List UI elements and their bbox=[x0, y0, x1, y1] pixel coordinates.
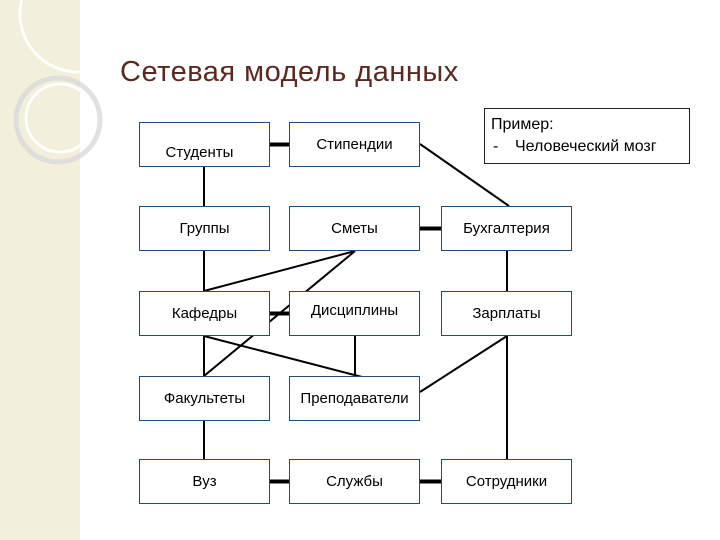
link-stipendii-buhgalteriya bbox=[419, 143, 510, 207]
node-label: Сметы bbox=[331, 220, 378, 237]
example-item-text: Человеческий мозг bbox=[515, 138, 657, 155]
node-sluzhby: Службы bbox=[289, 459, 420, 504]
node-stipendii: Стипендии bbox=[289, 122, 420, 167]
example-item-marker: - bbox=[493, 138, 499, 155]
node-label: Дисциплины bbox=[310, 302, 399, 319]
decorative-circles bbox=[13, 0, 138, 165]
node-sotrudniki: Сотрудники bbox=[441, 459, 572, 504]
node-label: Бухгалтерия bbox=[463, 220, 550, 237]
example-heading: Пример: bbox=[491, 116, 554, 133]
node-label: Вуз bbox=[192, 473, 217, 490]
node-label: Стипендии bbox=[316, 136, 393, 153]
link-smety-kafedry bbox=[203, 250, 356, 292]
node-label: Службы bbox=[326, 473, 383, 490]
node-kafedry: Кафедры bbox=[139, 291, 270, 336]
node-buhgalteriya: Бухгалтерия bbox=[441, 206, 572, 251]
node-label: Студенты bbox=[165, 144, 234, 161]
node-label: Сотрудники bbox=[465, 473, 548, 490]
node-label: Кафедры bbox=[171, 305, 238, 322]
node-discipliny: Дисциплины bbox=[289, 291, 420, 336]
node-zarplaty: Зарплаты bbox=[441, 291, 572, 336]
node-label: Зарплаты bbox=[472, 305, 541, 322]
node-prepodavateli: Преподаватели bbox=[289, 376, 420, 421]
node-label: Факультеты bbox=[163, 390, 246, 407]
example-box: Пример: - Человеческий мозг bbox=[484, 108, 690, 164]
link-zarplaty-prepodavateli bbox=[419, 335, 508, 393]
node-fakultety: Факультеты bbox=[139, 376, 270, 421]
slide-title: Сетевая модель данных bbox=[120, 56, 459, 88]
example-list-item: - Человеческий мозг bbox=[491, 136, 689, 158]
node-smety: Сметы bbox=[289, 206, 420, 251]
node-studenty: Студенты bbox=[139, 122, 270, 167]
node-label: Преподаватели bbox=[300, 390, 409, 407]
node-vuz: Вуз bbox=[139, 459, 270, 504]
node-label: Группы bbox=[179, 220, 230, 237]
node-gruppy: Группы bbox=[139, 206, 270, 251]
